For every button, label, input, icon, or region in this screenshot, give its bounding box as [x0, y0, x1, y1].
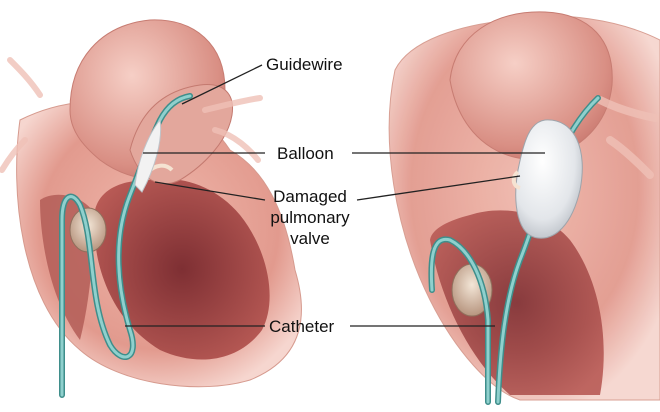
left-heart [2, 20, 301, 395]
damaged-pulmonary-valve-label: Damaged pulmonary valve [262, 186, 358, 249]
catheter-label: Catheter [269, 316, 334, 337]
right-heart [389, 12, 660, 402]
valve-label-line-1: Damaged [262, 186, 358, 207]
balloon-label: Balloon [277, 143, 334, 164]
valve-label-line-3: valve [262, 228, 358, 249]
guidewire-label: Guidewire [266, 54, 343, 75]
valve-label-line-2: pulmonary [262, 207, 358, 228]
